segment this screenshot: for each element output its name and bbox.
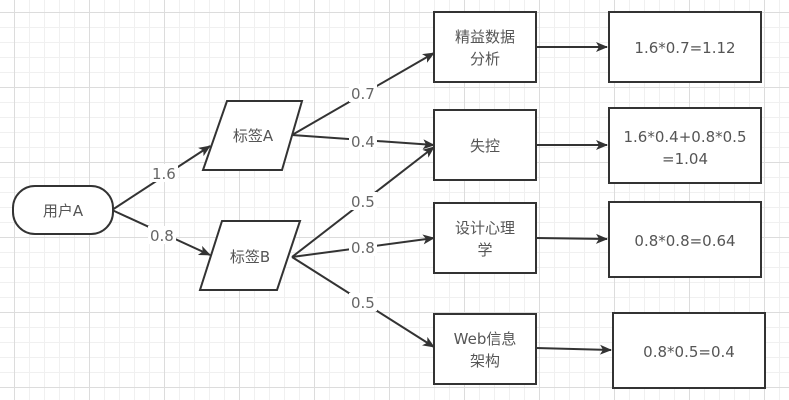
edge-label-tagB-design: 0.8 xyxy=(351,239,375,257)
edge-label-tagA-lean: 0.7 xyxy=(351,85,375,103)
node-result-2[interactable]: 1.6*0.4+0.8*0.5 =1.04 xyxy=(608,107,762,184)
edge-label-user-tagA: 1.6 xyxy=(152,165,176,183)
edge-design-r3 xyxy=(535,233,608,244)
node-user[interactable]: 用户A xyxy=(12,185,114,235)
node-design-line-1: 设计心理 xyxy=(455,219,515,237)
node-result-3-line-1: 0.8*0.8=0.64 xyxy=(634,232,735,250)
node-design[interactable]: 设计心理 学 xyxy=(433,202,537,274)
edge-label-tagB-web: 0.5 xyxy=(351,294,375,312)
edge-label-tagA-lost: 0.4 xyxy=(351,133,375,151)
node-lean-line-1: 精益数据 xyxy=(455,28,515,46)
node-tagA[interactable]: 标签A xyxy=(201,100,304,171)
node-result-3[interactable]: 0.8*0.8=0.64 xyxy=(608,201,762,278)
node-web[interactable]: Web信息 架构 xyxy=(433,313,537,385)
node-tagB-label: 标签B xyxy=(230,248,270,266)
node-tagB[interactable]: 标签B xyxy=(198,220,302,291)
node-result-2-line-1: 1.6*0.4+0.8*0.5 xyxy=(624,128,747,146)
node-result-1-shape xyxy=(608,11,762,83)
node-lost[interactable]: 失控 xyxy=(433,109,537,181)
node-web-shape xyxy=(433,313,537,385)
node-result-1[interactable]: 1.6*0.7=1.12 xyxy=(608,11,762,83)
edge-label-user-tagB: 0.8 xyxy=(150,227,174,245)
node-lost-shape xyxy=(433,109,537,181)
node-result-2-shape xyxy=(608,107,762,184)
node-lean-shape xyxy=(433,11,537,83)
node-result-3-shape xyxy=(608,201,762,278)
node-result-2-line-2: =1.04 xyxy=(662,150,708,168)
edge-label-tagB-lost: 0.5 xyxy=(351,193,375,211)
node-user-label: 用户A xyxy=(43,202,84,220)
edge-labels: 1.6 0.8 0.7 0.4 0.5 0.8 0.5 xyxy=(148,84,377,312)
node-tagA-label: 标签A xyxy=(233,127,274,145)
node-result-4-line-1: 0.8*0.5=0.4 xyxy=(643,343,735,361)
node-lean[interactable]: 精益数据 分析 xyxy=(433,11,537,83)
node-result-4-shape xyxy=(612,312,766,389)
node-web-line-2: 架构 xyxy=(470,352,500,370)
node-design-line-2: 学 xyxy=(477,241,492,259)
node-tagB-shape xyxy=(198,220,302,291)
node-web-line-1: Web信息 xyxy=(454,330,517,348)
node-user-shape xyxy=(12,185,114,235)
node-result-4[interactable]: 0.8*0.5=0.4 xyxy=(612,312,766,389)
node-lean-line-2: 分析 xyxy=(470,50,500,68)
node-result-1-line-1: 1.6*0.7=1.12 xyxy=(634,39,735,57)
node-tagA-shape xyxy=(201,100,304,171)
node-design-shape xyxy=(433,202,537,274)
edge-web-r4 xyxy=(535,344,612,355)
node-lost-line-1: 失控 xyxy=(470,137,500,155)
